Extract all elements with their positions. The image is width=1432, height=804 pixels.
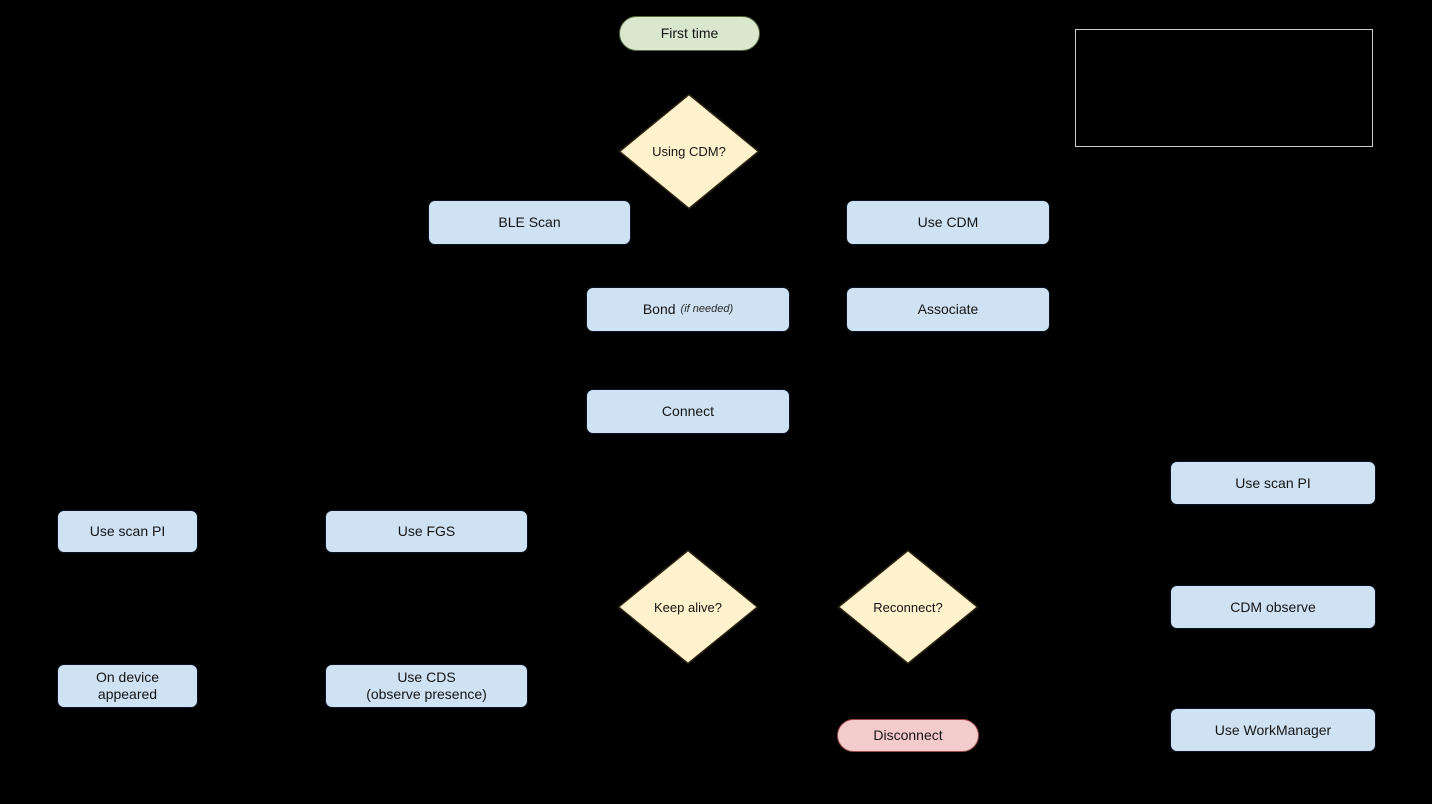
node-first-time: First time <box>619 16 760 51</box>
node-use-scan-pi-right: Use scan PI <box>1170 461 1376 505</box>
node-bond: Bond (if needed) <box>586 287 790 332</box>
node-associate-label: Associate <box>917 301 979 318</box>
node-using-cdm-label: Using CDM? <box>652 144 726 159</box>
node-use-scan-pi-right-label: Use scan PI <box>1235 474 1311 491</box>
node-on-device-appeared-label: On device appeared <box>96 669 159 703</box>
node-using-cdm: Using CDM? <box>618 93 760 210</box>
node-bond-label: Bond <box>642 301 676 318</box>
node-connect: Connect <box>586 389 790 434</box>
node-disconnect-label: Disconnect <box>873 727 943 744</box>
node-cdm-observe: CDM observe <box>1170 585 1376 629</box>
node-use-fgs: Use FGS <box>325 510 528 553</box>
node-reconnect: Reconnect? <box>837 549 979 665</box>
node-on-device-appeared-line1: On device <box>95 669 160 686</box>
node-use-scan-pi-left: Use scan PI <box>57 510 198 553</box>
node-use-cds-line1: Use CDS <box>397 669 456 686</box>
node-ble-scan: BLE Scan <box>428 200 631 245</box>
node-ble-scan-label: BLE Scan <box>498 214 561 231</box>
node-associate: Associate <box>846 287 1050 332</box>
node-use-fgs-label: Use FGS <box>397 523 456 540</box>
node-use-scan-pi-left-label: Use scan PI <box>89 523 166 540</box>
node-bond-note: (if needed) <box>680 302 734 315</box>
node-use-cdm-label: Use CDM <box>917 214 979 231</box>
legend-box <box>1075 29 1373 147</box>
node-on-device-appeared-line2: appeared <box>97 686 158 702</box>
node-keep-alive: Keep alive? <box>617 549 759 665</box>
node-on-device-appeared: On device appeared <box>57 664 198 708</box>
diamond-shape <box>618 93 760 210</box>
node-reconnect-label: Reconnect? <box>873 599 943 615</box>
node-use-cdm: Use CDM <box>846 200 1050 245</box>
diamond-shape <box>837 549 979 665</box>
node-use-cds: Use CDS (observe presence) <box>325 664 528 708</box>
node-connect-label: Connect <box>661 403 715 420</box>
node-first-time-label: First time <box>660 25 719 42</box>
node-keep-alive-label: Keep alive? <box>654 599 722 615</box>
node-cdm-observe-label: CDM observe <box>1230 598 1316 615</box>
node-use-cds-line2: (observe presence) <box>366 686 487 702</box>
diamond-shape <box>617 549 759 665</box>
node-use-workmanager-label: Use WorkManager <box>1214 721 1332 738</box>
node-use-workmanager: Use WorkManager <box>1170 708 1376 752</box>
node-disconnect: Disconnect <box>837 719 979 752</box>
node-use-cds-label: Use CDS (observe presence) <box>366 669 487 703</box>
